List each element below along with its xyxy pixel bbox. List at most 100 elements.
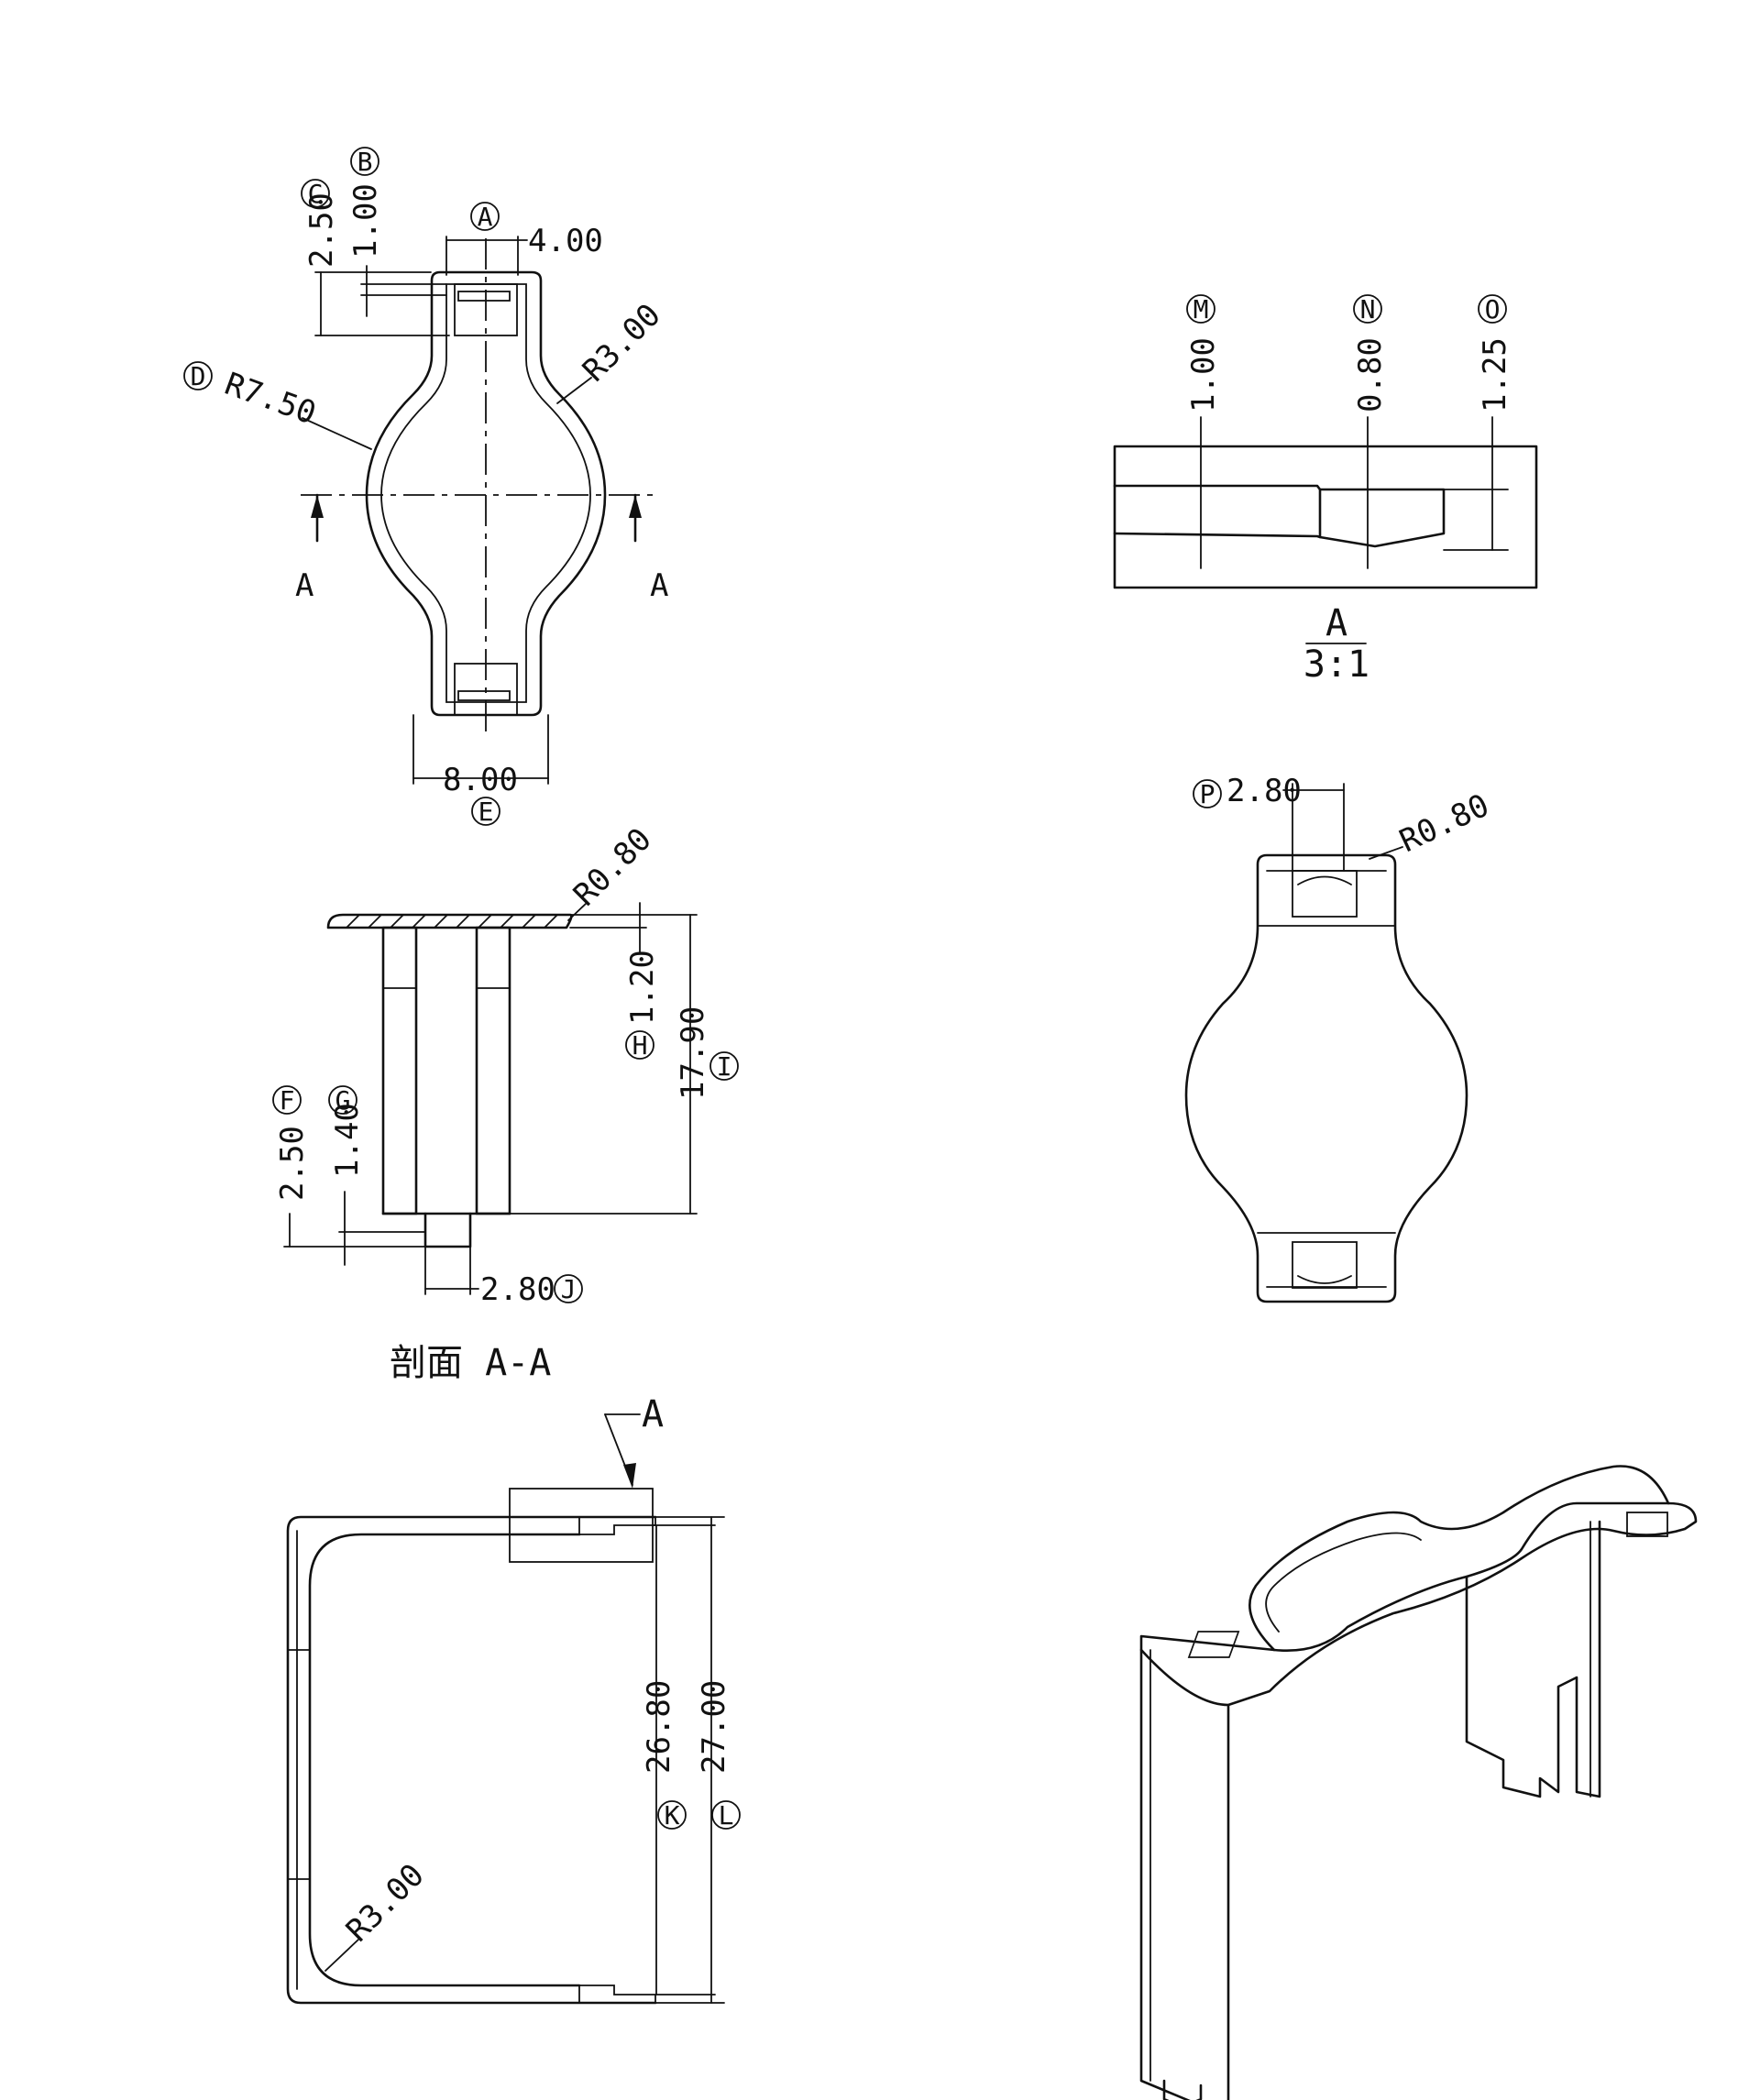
dim-k-value: 26.80 xyxy=(641,1680,677,1774)
label-j: J xyxy=(561,1274,577,1304)
iso-view xyxy=(1139,1465,1698,2100)
dim-f-value: 2.50 xyxy=(274,1126,311,1201)
top-view: A A 4.00 A 1.00 B 2.50 C R7.50 D R3.00 xyxy=(183,147,668,827)
dim-i-value: 17.90 xyxy=(675,1006,711,1100)
dim-r-value: R3.00 xyxy=(576,297,668,390)
label-b-circle xyxy=(350,147,380,176)
dim-d-value: R7.50 xyxy=(220,366,321,433)
label-d: D xyxy=(191,361,206,391)
section-arrow-right xyxy=(629,495,642,518)
top-view-inner-outline xyxy=(380,283,591,703)
label-p-circle xyxy=(1193,779,1222,808)
label-o: O xyxy=(1485,294,1501,324)
dim-d-leader xyxy=(302,417,372,450)
label-a: A xyxy=(478,202,493,232)
section-pin xyxy=(424,1212,472,1248)
dim-r080-leader xyxy=(567,902,588,921)
top-slot xyxy=(454,283,518,336)
iso-left-leg xyxy=(1139,1648,1230,2100)
dim-e-value: 8.00 xyxy=(443,762,518,798)
dim-m-value: 1.00 xyxy=(1185,337,1222,412)
bottom-view-outline xyxy=(1184,853,1468,1303)
label-f-circle xyxy=(272,1085,302,1115)
dim-r-leader xyxy=(556,377,592,404)
label-h-circle xyxy=(625,1030,654,1060)
section-leg-right xyxy=(475,926,512,1215)
top-view-outline xyxy=(365,270,607,717)
side-view-outer xyxy=(286,1515,657,2005)
label-h: H xyxy=(632,1030,648,1061)
detail-name: A xyxy=(1326,602,1348,644)
iso-right-slot xyxy=(1626,1512,1668,1537)
dim-b-value: 1.00 xyxy=(347,183,384,258)
detail-callout-arrow xyxy=(623,1463,636,1489)
dim-r300-leader xyxy=(324,1938,360,1972)
label-o-circle xyxy=(1478,294,1507,324)
iso-round-cutout-inner xyxy=(1265,1532,1422,1633)
side-view-inner xyxy=(308,1533,581,1987)
iso-pin xyxy=(1162,2079,1203,2100)
dim-r300-value: R3.00 xyxy=(339,1857,432,1950)
label-i: I xyxy=(717,1051,732,1082)
dim-r080b-leader xyxy=(1369,846,1403,860)
dim-a-value: 4.00 xyxy=(528,223,603,259)
label-n-circle xyxy=(1353,294,1382,324)
section-leg-left xyxy=(381,926,418,1215)
dim-p-value: 2.80 xyxy=(1226,773,1302,809)
dim-n-value: 0.80 xyxy=(1352,337,1389,412)
label-n: N xyxy=(1360,294,1376,324)
bottom-view-bottom-slot-tab xyxy=(1297,1275,1352,1284)
iso-round-cutout xyxy=(1248,1465,1670,1652)
label-k: K xyxy=(665,1800,680,1831)
bottom-slot-tab xyxy=(457,690,511,701)
detail-frame xyxy=(1113,445,1538,589)
section-mark-right: A xyxy=(650,567,668,604)
label-g-circle xyxy=(328,1085,358,1115)
top-slot-tab xyxy=(457,291,511,302)
detail-step xyxy=(1318,488,1446,548)
label-m: M xyxy=(1194,294,1209,324)
side-view-top-tab xyxy=(578,1516,656,1535)
bottom-view: 2.80 P R0.80 xyxy=(1184,773,1495,1303)
section-view: R0.80 1.20 H 17.90 I 2.50 F 1.40 G 2.80 … xyxy=(272,821,739,1384)
detail-scale: 3:1 xyxy=(1304,643,1370,686)
label-a-circle xyxy=(470,202,500,231)
label-c: C xyxy=(308,179,324,209)
iso-left-slot xyxy=(1187,1631,1240,1658)
dim-l-value: 27.00 xyxy=(696,1680,732,1774)
detail-callout: A xyxy=(642,1393,664,1435)
label-m-circle xyxy=(1186,294,1216,324)
section-caption: 剖面 A-A xyxy=(390,1342,551,1384)
dim-g-value: 1.40 xyxy=(329,1103,366,1178)
label-d-circle xyxy=(183,361,213,390)
detail-profile xyxy=(1113,484,1322,539)
label-g: G xyxy=(336,1085,351,1116)
section-arrow-left xyxy=(311,495,324,518)
label-k-circle xyxy=(657,1800,687,1830)
label-l: L xyxy=(719,1800,734,1831)
dim-o-value: 1.25 xyxy=(1477,337,1513,412)
dim-j-value: 2.80 xyxy=(480,1271,556,1308)
side-view-bottom-tab xyxy=(578,1985,656,2004)
side-view: A 26.80 K 27.00 L R3.00 xyxy=(286,1393,741,2005)
label-l-circle xyxy=(711,1800,741,1830)
bottom-view-top-slot xyxy=(1292,870,1358,918)
iso-right-leg xyxy=(1465,1520,1601,1798)
label-i-circle xyxy=(710,1051,739,1081)
label-e-circle xyxy=(471,797,500,826)
dim-r080-value: R0.80 xyxy=(566,821,659,914)
bottom-view-top-slot-tab xyxy=(1297,875,1352,885)
dim-r080b-value: R0.80 xyxy=(1394,787,1495,861)
section-top-plate xyxy=(326,913,573,929)
section-hatch xyxy=(346,914,558,929)
label-f: F xyxy=(280,1085,295,1116)
dim-h-value: 1.20 xyxy=(624,950,661,1025)
bottom-view-bottom-slot xyxy=(1292,1241,1358,1289)
label-e: E xyxy=(478,797,494,827)
iso-top-surface xyxy=(1139,1501,1698,1707)
label-c-circle xyxy=(301,179,330,208)
label-b: B xyxy=(358,147,373,177)
label-j-circle xyxy=(554,1274,583,1303)
label-p: P xyxy=(1200,779,1216,809)
